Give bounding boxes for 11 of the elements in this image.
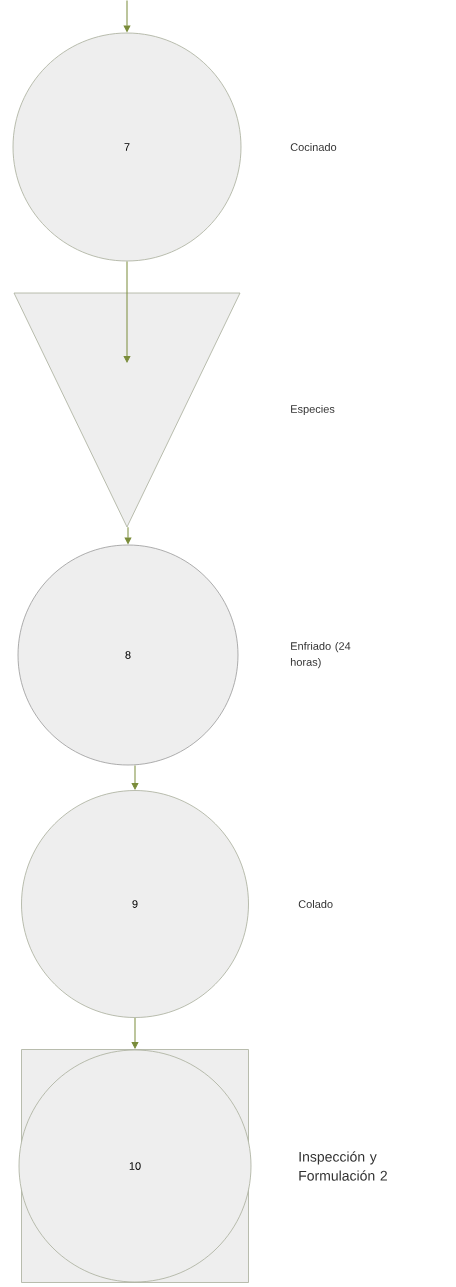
storage-triangle	[13, 292, 241, 528]
step-label: Cocinado	[290, 142, 337, 152]
arrow	[123, 260, 131, 363]
arrow	[131, 1017, 139, 1049]
step-label: Colado	[298, 899, 333, 909]
step-label: Inspección y Formulación 2	[299, 1151, 387, 1181]
step-label: Especies	[291, 404, 335, 416]
arrow	[123, 0, 131, 32]
arrow	[131, 764, 139, 790]
step-label: Enfriado (24 horas)	[290, 641, 351, 669]
arrow	[124, 526, 132, 544]
